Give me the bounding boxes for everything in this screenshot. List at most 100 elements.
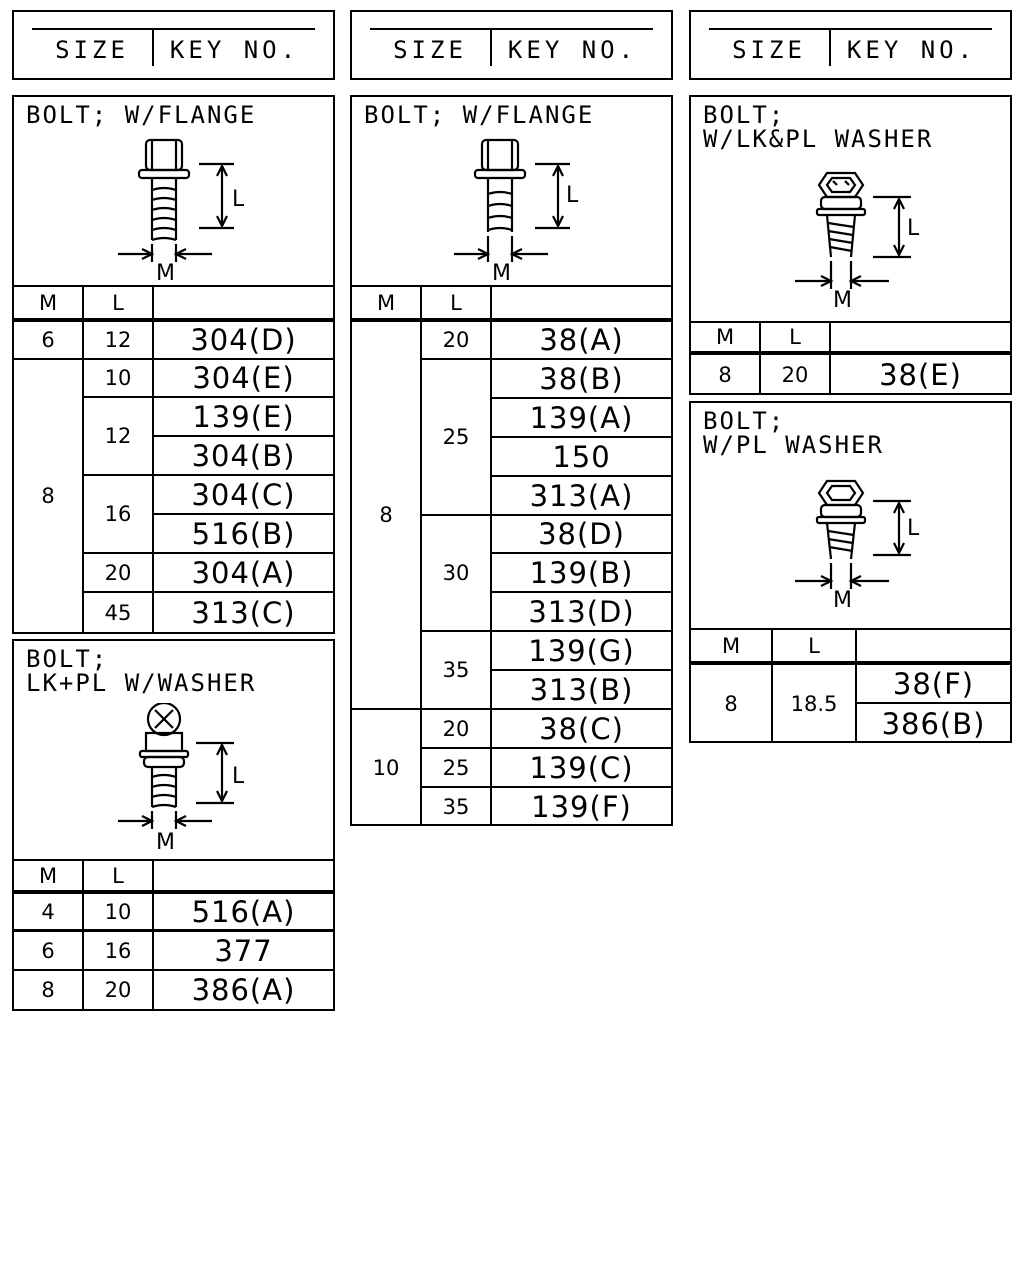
cell-key-no: 139(A): [492, 399, 671, 438]
cell-m: 6: [14, 322, 84, 360]
key-no-header: KEY NO.: [169, 36, 300, 64]
col-header-key: [154, 859, 333, 890]
cell-key-no: 38(B): [492, 360, 671, 399]
cell-key-no: 304(C): [154, 476, 333, 515]
cell-l: 20: [422, 710, 492, 749]
panel-title: BOLT; W/FLANGE: [26, 101, 257, 129]
header-box-3: SIZE KEY NO.: [689, 10, 1012, 80]
cell-key-no: 516(B): [154, 515, 333, 554]
col-header-l: L: [422, 285, 492, 318]
cell-l: 12: [84, 398, 154, 476]
length-label: L: [232, 764, 244, 789]
cell-l: 25: [422, 360, 492, 516]
cell-key-no: 377: [154, 932, 333, 971]
cell-m: 8: [352, 322, 422, 710]
header-row: SIZE KEY NO.: [370, 28, 653, 66]
header-double-rule: [352, 318, 671, 322]
cell-m: 10: [352, 710, 422, 826]
cell-key-no: 139(B): [492, 554, 671, 593]
key-no-header: KEY NO.: [507, 36, 638, 64]
cell-key-no: 139(C): [492, 749, 671, 788]
diameter-label: M: [156, 261, 175, 286]
panel-title: BOLT; LK+PL W/WASHER: [26, 645, 257, 697]
cell-l: 30: [422, 516, 492, 632]
cell-l: 35: [422, 788, 492, 826]
diameter-label: M: [156, 830, 175, 855]
panel-bolt-flange-1: BOLT; W/FLANGE L M M L 6 12 304(D) 8 10: [12, 95, 335, 634]
header-box-1: SIZE KEY NO.: [12, 10, 335, 80]
size-table: M L 8 20 38(E): [691, 321, 1010, 395]
header-row: SIZE KEY NO.: [709, 28, 992, 66]
cell-l: 10: [84, 360, 154, 398]
header-box-2: SIZE KEY NO.: [350, 10, 673, 80]
cell-m: 8: [14, 971, 84, 1009]
cell-key-no: 386(A): [191, 973, 296, 1007]
col-header-key: [857, 628, 1010, 661]
cell-key-no: 386(B): [881, 706, 986, 741]
cell-key-no: 304(B): [154, 437, 333, 476]
cell-key-no: 38(D): [492, 516, 671, 554]
cell-key-no: 313(C): [191, 595, 296, 630]
cell-l: 18.5: [773, 665, 857, 743]
panel-title: BOLT; W/PL WASHER: [703, 407, 884, 459]
cell-key-no: 313(B): [492, 671, 671, 710]
cell-m: 8: [691, 665, 773, 743]
header-double-rule: [691, 351, 1010, 355]
cell-l: 35: [422, 632, 492, 710]
col-header-key: [492, 285, 671, 318]
panel-title: BOLT; W/LK&PL WASHER: [703, 101, 934, 153]
cell-key-no: 38(E): [879, 358, 962, 392]
length-label: L: [907, 216, 920, 241]
size-header: SIZE: [32, 30, 154, 66]
cell-key-no: 313(A): [492, 477, 671, 516]
header-double-rule: [691, 661, 1010, 665]
cell-l: 16: [84, 932, 154, 971]
panel-bolt-lk-pl-washer: BOLT; W/LK&PL WASHER L M M L 8 20 38(E): [689, 95, 1012, 395]
col-header-m: M: [14, 859, 84, 890]
cell-key-no: 38(A): [492, 322, 671, 360]
size-table: M L 4 10 516(A) 6 16 377 8 20 386(A): [14, 859, 333, 1011]
col-header-l: L: [84, 285, 154, 318]
header-double-rule: [14, 318, 333, 322]
cell-key-no: 139(E): [154, 398, 333, 437]
col-header-key: [154, 285, 333, 318]
length-label: L: [566, 183, 579, 208]
col-header-l: L: [84, 859, 154, 890]
lk-washer-bolt-figure: L M: [795, 171, 920, 313]
col-header-l: L: [773, 628, 857, 661]
cell-m: 4: [14, 894, 84, 932]
cell-l: 20: [761, 355, 831, 395]
length-label: L: [907, 516, 920, 541]
col-header-m: M: [352, 285, 422, 318]
cell-key-no: 304(D): [154, 322, 333, 360]
header-row: SIZE KEY NO.: [32, 28, 315, 66]
cell-l: 20: [84, 554, 154, 593]
col-header-m: M: [14, 285, 84, 318]
pl-washer-bolt-figure: L M: [795, 479, 920, 613]
size-header: SIZE: [370, 30, 492, 66]
cell-key-no: 516(A): [154, 894, 333, 932]
col-header-m: M: [691, 321, 761, 351]
diameter-label: M: [833, 588, 852, 613]
key-no-header: KEY NO.: [846, 36, 977, 64]
size-table: M L 8 18.5 38(F) 386(B): [691, 628, 1010, 743]
cell-l: 16: [84, 476, 154, 554]
length-label: L: [232, 187, 244, 212]
col-header-l: L: [761, 321, 831, 351]
cell-key-no: 304(A): [154, 554, 333, 593]
cell-key-no: 150: [492, 438, 671, 477]
flange-bolt-figure: L M: [454, 138, 579, 286]
cell-key-no: 139(F): [531, 790, 632, 824]
cell-m: 6: [14, 932, 84, 971]
cell-key-no: 313(D): [492, 593, 671, 632]
size-table: M L 8 10 20 25 30 35 20 25 35 38(A) 38(B…: [352, 285, 671, 826]
header-double-rule: [14, 890, 333, 894]
col-header-m: M: [691, 628, 773, 661]
diameter-label: M: [492, 261, 511, 286]
col-header-key: [831, 321, 1010, 351]
cell-key-no: 38(C): [492, 710, 671, 749]
cell-l: 45: [84, 593, 154, 632]
cell-l: 25: [422, 749, 492, 788]
panel-bolt-pl-washer: BOLT; W/PL WASHER L M M L 8 18.5 38(F) 3…: [689, 401, 1012, 743]
cell-key-no: 304(E): [154, 360, 333, 398]
